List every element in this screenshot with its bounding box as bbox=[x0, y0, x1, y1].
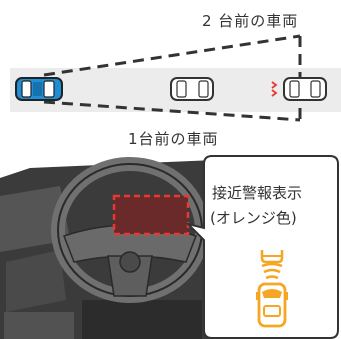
lead-car-icon bbox=[170, 77, 214, 101]
callout-subtitle: (オレンジ色) bbox=[210, 209, 297, 227]
label-two-vehicles-ahead: 2 台前の車両 bbox=[202, 12, 299, 30]
callout-box bbox=[184, 155, 339, 339]
beam-line-bottom bbox=[43, 100, 301, 122]
display-highlight bbox=[112, 194, 190, 236]
steering-wheel-icon bbox=[51, 157, 209, 303]
beam-line-top bbox=[43, 34, 301, 77]
callout-title: 接近警報表示 bbox=[212, 184, 303, 202]
label-one-vehicle-ahead: 1台前の車両 bbox=[128, 130, 219, 148]
second-car-icon bbox=[271, 77, 327, 101]
own-car-icon bbox=[15, 77, 63, 101]
proximity-warning-icon bbox=[256, 250, 288, 328]
dashboard-illustration bbox=[0, 157, 215, 339]
